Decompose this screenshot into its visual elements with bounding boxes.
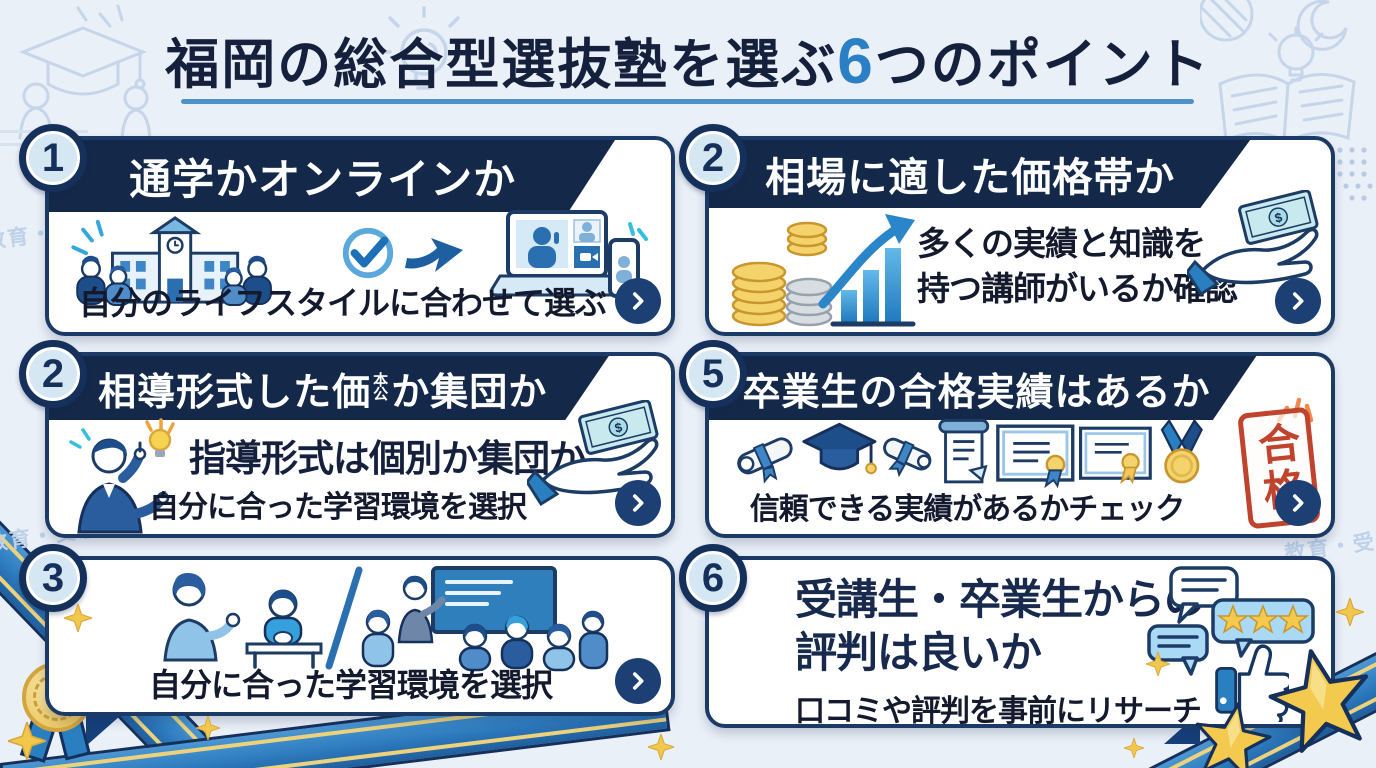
card2-header-bar: 相場に適した価格帯か bbox=[709, 140, 1251, 208]
sparkle-icon bbox=[1124, 738, 1144, 758]
card2-number-badge: 2 bbox=[679, 124, 747, 192]
chevron-right-button[interactable] bbox=[1275, 278, 1321, 324]
card5-caption: 自分に合った学習環境を選択 bbox=[149, 667, 553, 703]
money-hand-icon: $ bbox=[1187, 190, 1319, 297]
speech-bubble-icon bbox=[1169, 566, 1239, 624]
title-number-highlight: 6 bbox=[837, 25, 875, 97]
diploma-scroll-icon bbox=[882, 437, 932, 478]
chevron-right-button[interactable] bbox=[615, 278, 661, 324]
ribbon-fold bbox=[86, 716, 120, 746]
card3-line1: 指導形式は個別か集団か bbox=[189, 438, 586, 479]
diploma-scroll-icon bbox=[737, 437, 793, 484]
sparkle-icon bbox=[1336, 598, 1364, 626]
chevron-right-icon bbox=[1292, 292, 1304, 310]
sparkle-icon bbox=[1146, 652, 1170, 676]
card-point-3: 相導形式した価本公か集団か 2 指導形式は個別か集団か bbox=[19, 340, 675, 538]
gold-star bbox=[1195, 702, 1272, 768]
card2-body-line1: 多くの実績と知識を bbox=[917, 225, 1206, 262]
card-point-2: 相場に適した価格帯か 2 bbox=[679, 124, 1335, 336]
graduation-cap-icon bbox=[802, 422, 877, 475]
title-text: 福岡の総合型選抜塾を選ぶ bbox=[165, 35, 838, 95]
grad-cap-doodle bbox=[18, 4, 152, 140]
presenter-idea-icon bbox=[69, 418, 175, 534]
card3-header-text: 相導形式した価 bbox=[98, 371, 372, 414]
card1-header-bar: 通学かオンラインか bbox=[49, 140, 616, 212]
card4-number-badge: 5 bbox=[679, 340, 747, 408]
chevron-right-button[interactable] bbox=[615, 480, 661, 526]
card1-header-text: 通学かオンラインか bbox=[129, 155, 517, 203]
achievement-icons-row bbox=[729, 410, 1211, 500]
card6-caption: 口コミや評判を事前にリサーチ bbox=[795, 695, 1202, 728]
lightbulb-doodle-left bbox=[380, 6, 468, 90]
card3-number-badge: 2 bbox=[19, 340, 87, 408]
card3-header-bar: 相導形式した価本公か集団か bbox=[49, 356, 609, 420]
sparkle-icon bbox=[648, 734, 674, 760]
card4-header-bar: 卒業生の合格実績はあるか bbox=[709, 356, 1257, 420]
svg-text:$: $ bbox=[1273, 209, 1284, 225]
card3-header-text: か集団か bbox=[391, 371, 548, 414]
school-building-icon bbox=[71, 216, 272, 306]
chevron-right-icon bbox=[632, 494, 644, 512]
chevron-right-icon bbox=[1292, 494, 1304, 512]
title-text: つのポイント bbox=[874, 35, 1211, 95]
card6-title-line2: 評判は良いか bbox=[795, 628, 1042, 676]
card2-header-text: 相場に適した価格帯か bbox=[765, 156, 1176, 200]
card4-caption: 信頼できる実績があるかチェック bbox=[749, 493, 1185, 526]
card2-body-text: 多くの実績と知識を 持つ講師がいるか確認 bbox=[917, 222, 1238, 311]
card3-garbled-glyph: 本公 bbox=[373, 371, 390, 403]
gold-star bbox=[1268, 649, 1369, 753]
card-point-6: 6 受講生・卒業生からの 評判は良いか 口コミや評判を事前にリサーチ bbox=[679, 544, 1335, 728]
coins-growth-chart-icon bbox=[731, 214, 916, 327]
card3-caption: 自分に合った学習環境を選択 bbox=[149, 491, 527, 524]
check-circle-icon bbox=[342, 227, 394, 279]
title-underline bbox=[181, 99, 1194, 104]
arrow-right-icon bbox=[405, 238, 463, 272]
chevron-right-button[interactable] bbox=[615, 658, 661, 704]
card6-number-badge: 6 bbox=[679, 544, 747, 612]
certificate-scroll-icon bbox=[938, 418, 990, 484]
card-point-1: 通学かオンラインか 1 bbox=[19, 124, 675, 336]
certificate-frame-icon bbox=[1078, 426, 1152, 485]
card5-number-badge: 3 bbox=[19, 544, 87, 612]
svg-text:$: $ bbox=[613, 419, 624, 435]
card-point-4: 卒業生の合格実績はあるか 5 bbox=[679, 340, 1335, 538]
chevron-right-icon bbox=[632, 292, 644, 310]
card6-title: 受講生・卒業生からの 評判は良いか bbox=[795, 574, 1206, 679]
chevron-right-icon bbox=[632, 672, 644, 690]
card6-title-line1: 受講生・卒業生からの bbox=[795, 576, 1206, 623]
sparkle-icon bbox=[64, 604, 92, 632]
card1-number-badge: 1 bbox=[19, 124, 87, 192]
certificate-frame-icon bbox=[996, 424, 1075, 489]
speech-bubble-icon bbox=[1147, 624, 1209, 676]
chevron-right-button[interactable] bbox=[1275, 480, 1321, 526]
sparkle-icon bbox=[196, 716, 220, 740]
card4-header-text: 卒業生の合格実績はあるか bbox=[742, 371, 1211, 414]
book-doodle-right bbox=[1200, 0, 1373, 201]
money-hand-icon: $ bbox=[527, 400, 659, 507]
star-rating-bubble-icon bbox=[1211, 598, 1315, 658]
page-title: 福岡の総合型選抜塾を選ぶ6つのポイント bbox=[0, 20, 1376, 99]
tutoring-classroom-icon bbox=[163, 566, 609, 672]
card1-caption: 自分のライフスタイルに合わせて選ぶ bbox=[79, 285, 607, 321]
card2-body-line2: 持つ講師がいるか確認 bbox=[917, 269, 1238, 307]
medal-icon bbox=[1161, 418, 1204, 484]
sparkle-icon bbox=[8, 722, 46, 760]
card-point-5: 3 bbox=[19, 544, 675, 716]
